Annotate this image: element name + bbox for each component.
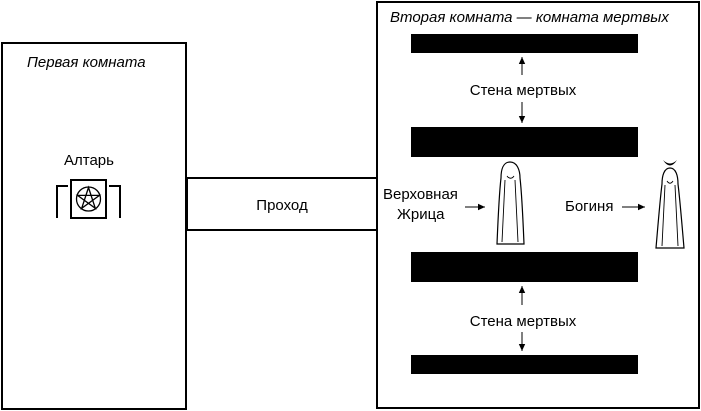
wall-of-dead-1 <box>411 34 638 53</box>
crescent-icon <box>663 160 677 166</box>
goddess-label: Богиня <box>565 198 613 215</box>
first-room-box <box>1 42 187 410</box>
passage: Проход <box>186 177 378 231</box>
robed-figure-icon <box>496 161 525 245</box>
first-room-title: Первая комната <box>27 54 146 71</box>
passage-box <box>186 177 378 231</box>
altar <box>56 179 121 219</box>
wall-of-dead-4 <box>411 355 638 374</box>
priestess-figure <box>496 161 525 245</box>
wall-top-label: Стена мертвых <box>470 82 577 99</box>
second-room: Вторая комната — комната мертвых Стена м… <box>376 1 700 409</box>
wall-of-dead-3 <box>411 252 638 282</box>
robed-figure-icon <box>655 160 685 249</box>
altar-label: Алтарь <box>64 152 114 169</box>
wall-of-dead-2 <box>411 127 638 157</box>
pentacle-icon <box>75 185 102 212</box>
first-room: Первая комната Алтарь <box>1 42 187 410</box>
priestess-label-line2: Жрица <box>397 206 445 223</box>
second-room-box <box>376 1 700 409</box>
altar-left-bracket <box>56 185 68 218</box>
altar-right-bracket <box>109 185 121 218</box>
priestess-label-line1: Верховная <box>383 186 458 203</box>
passage-label: Проход <box>256 197 308 214</box>
wall-bottom-label: Стена мертвых <box>470 313 577 330</box>
second-room-title: Вторая комната — комната мертвых <box>390 9 669 26</box>
